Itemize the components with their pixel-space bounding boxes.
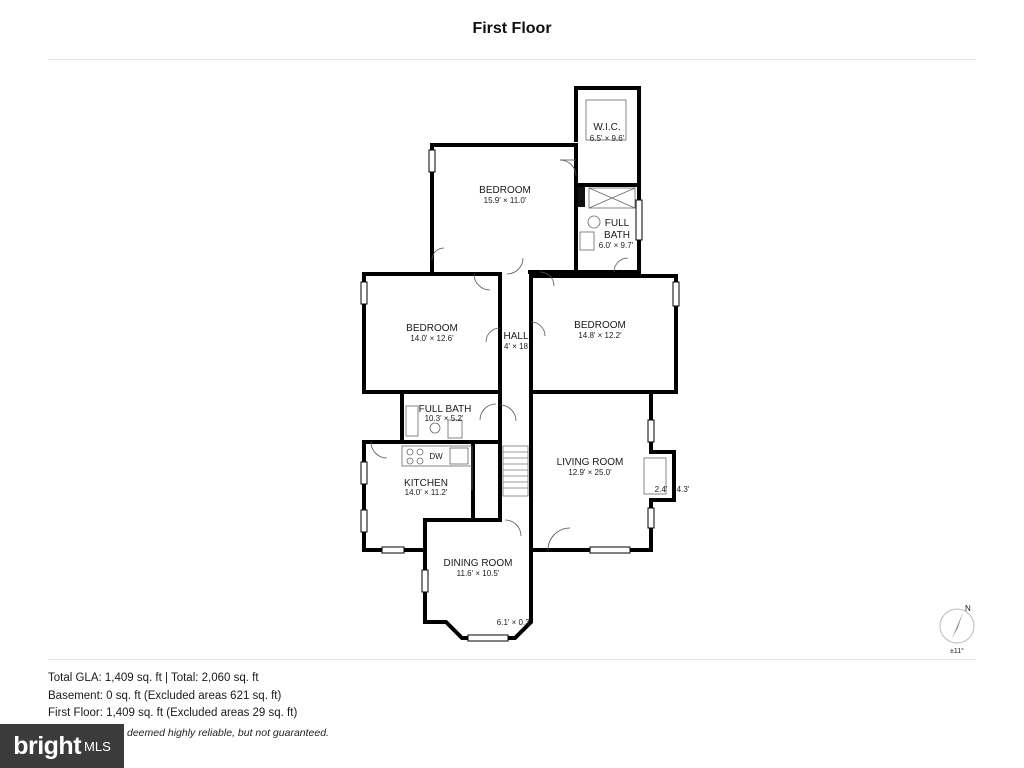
room-label: BEDROOM — [479, 185, 531, 196]
room-label: W.I.C. — [593, 122, 620, 133]
fireplace-depth-label: 4.3' — [677, 485, 690, 494]
room-dims: 11.6' × 10.5' — [457, 569, 500, 578]
room-dims: 6.5' × 9.6' — [590, 134, 625, 143]
first-floor-area: First Floor: 1,409 sq. ft (Excluded area… — [48, 707, 298, 719]
bright-mls-logo: bright MLS — [0, 724, 124, 768]
brand-name: bright — [13, 731, 82, 760]
room-dims: 14.8' × 12.2' — [578, 331, 622, 340]
room-label: BEDROOM — [574, 320, 626, 331]
brand-mls: MLS — [84, 738, 111, 754]
room-label: KITCHEN — [404, 478, 448, 489]
room-dims: 14.0' × 11.2' — [405, 488, 448, 497]
room-label: FULL — [605, 218, 630, 229]
total-gla: Total GLA: 1,409 sq. ft | Total: 2,060 s… — [48, 672, 259, 684]
room-label: BATH — [604, 230, 630, 241]
room-dims: 12.9' × 25.0' — [568, 468, 612, 477]
bay-window-label: 6.1' × 0.3' — [497, 618, 532, 627]
compass-declination-label: ±11° — [950, 647, 964, 655]
room-label: HALL — [503, 331, 528, 342]
bottom-divider — [48, 659, 976, 660]
compass-north-label: N — [965, 604, 971, 613]
basement-area: Basement: 0 sq. ft (Excluded areas 621 s… — [48, 689, 282, 702]
dishwasher-label: DW — [429, 452, 443, 461]
stairs — [502, 445, 529, 497]
fixtures — [401, 99, 667, 495]
room-dims: 4' × 18 — [504, 342, 529, 351]
closet-block — [578, 187, 585, 207]
room-dims: 10.3' × 5.2' — [425, 414, 464, 423]
floor-title: First Floor — [472, 20, 552, 37]
windows — [360, 149, 680, 642]
walls — [362, 86, 678, 640]
room-label: FULL BATH — [419, 404, 472, 415]
room-labels: W.I.C. 6.5' × 9.6' BEDROOM 15.9' × 11.0'… — [404, 122, 690, 627]
room-dims: 14.0' × 12.6' — [410, 334, 454, 343]
door-swings — [370, 159, 629, 551]
area-summary: Total GLA: 1,409 sq. ft | Total: 2,060 s… — [48, 670, 297, 723]
top-divider — [48, 59, 976, 60]
room-label: DINING ROOM — [444, 558, 513, 569]
room-dims: 6.0' × 9.7' — [599, 241, 634, 250]
fireplace-width-label: 2.4' — [655, 485, 668, 494]
room-label: BEDROOM — [406, 323, 458, 334]
room-dims: 15.9' × 11.0' — [484, 196, 527, 205]
room-label: LIVING ROOM — [557, 457, 624, 468]
compass-icon: N ±11° — [939, 604, 975, 655]
disclaimer-text: deemed highly reliable, but not guarante… — [127, 727, 329, 739]
